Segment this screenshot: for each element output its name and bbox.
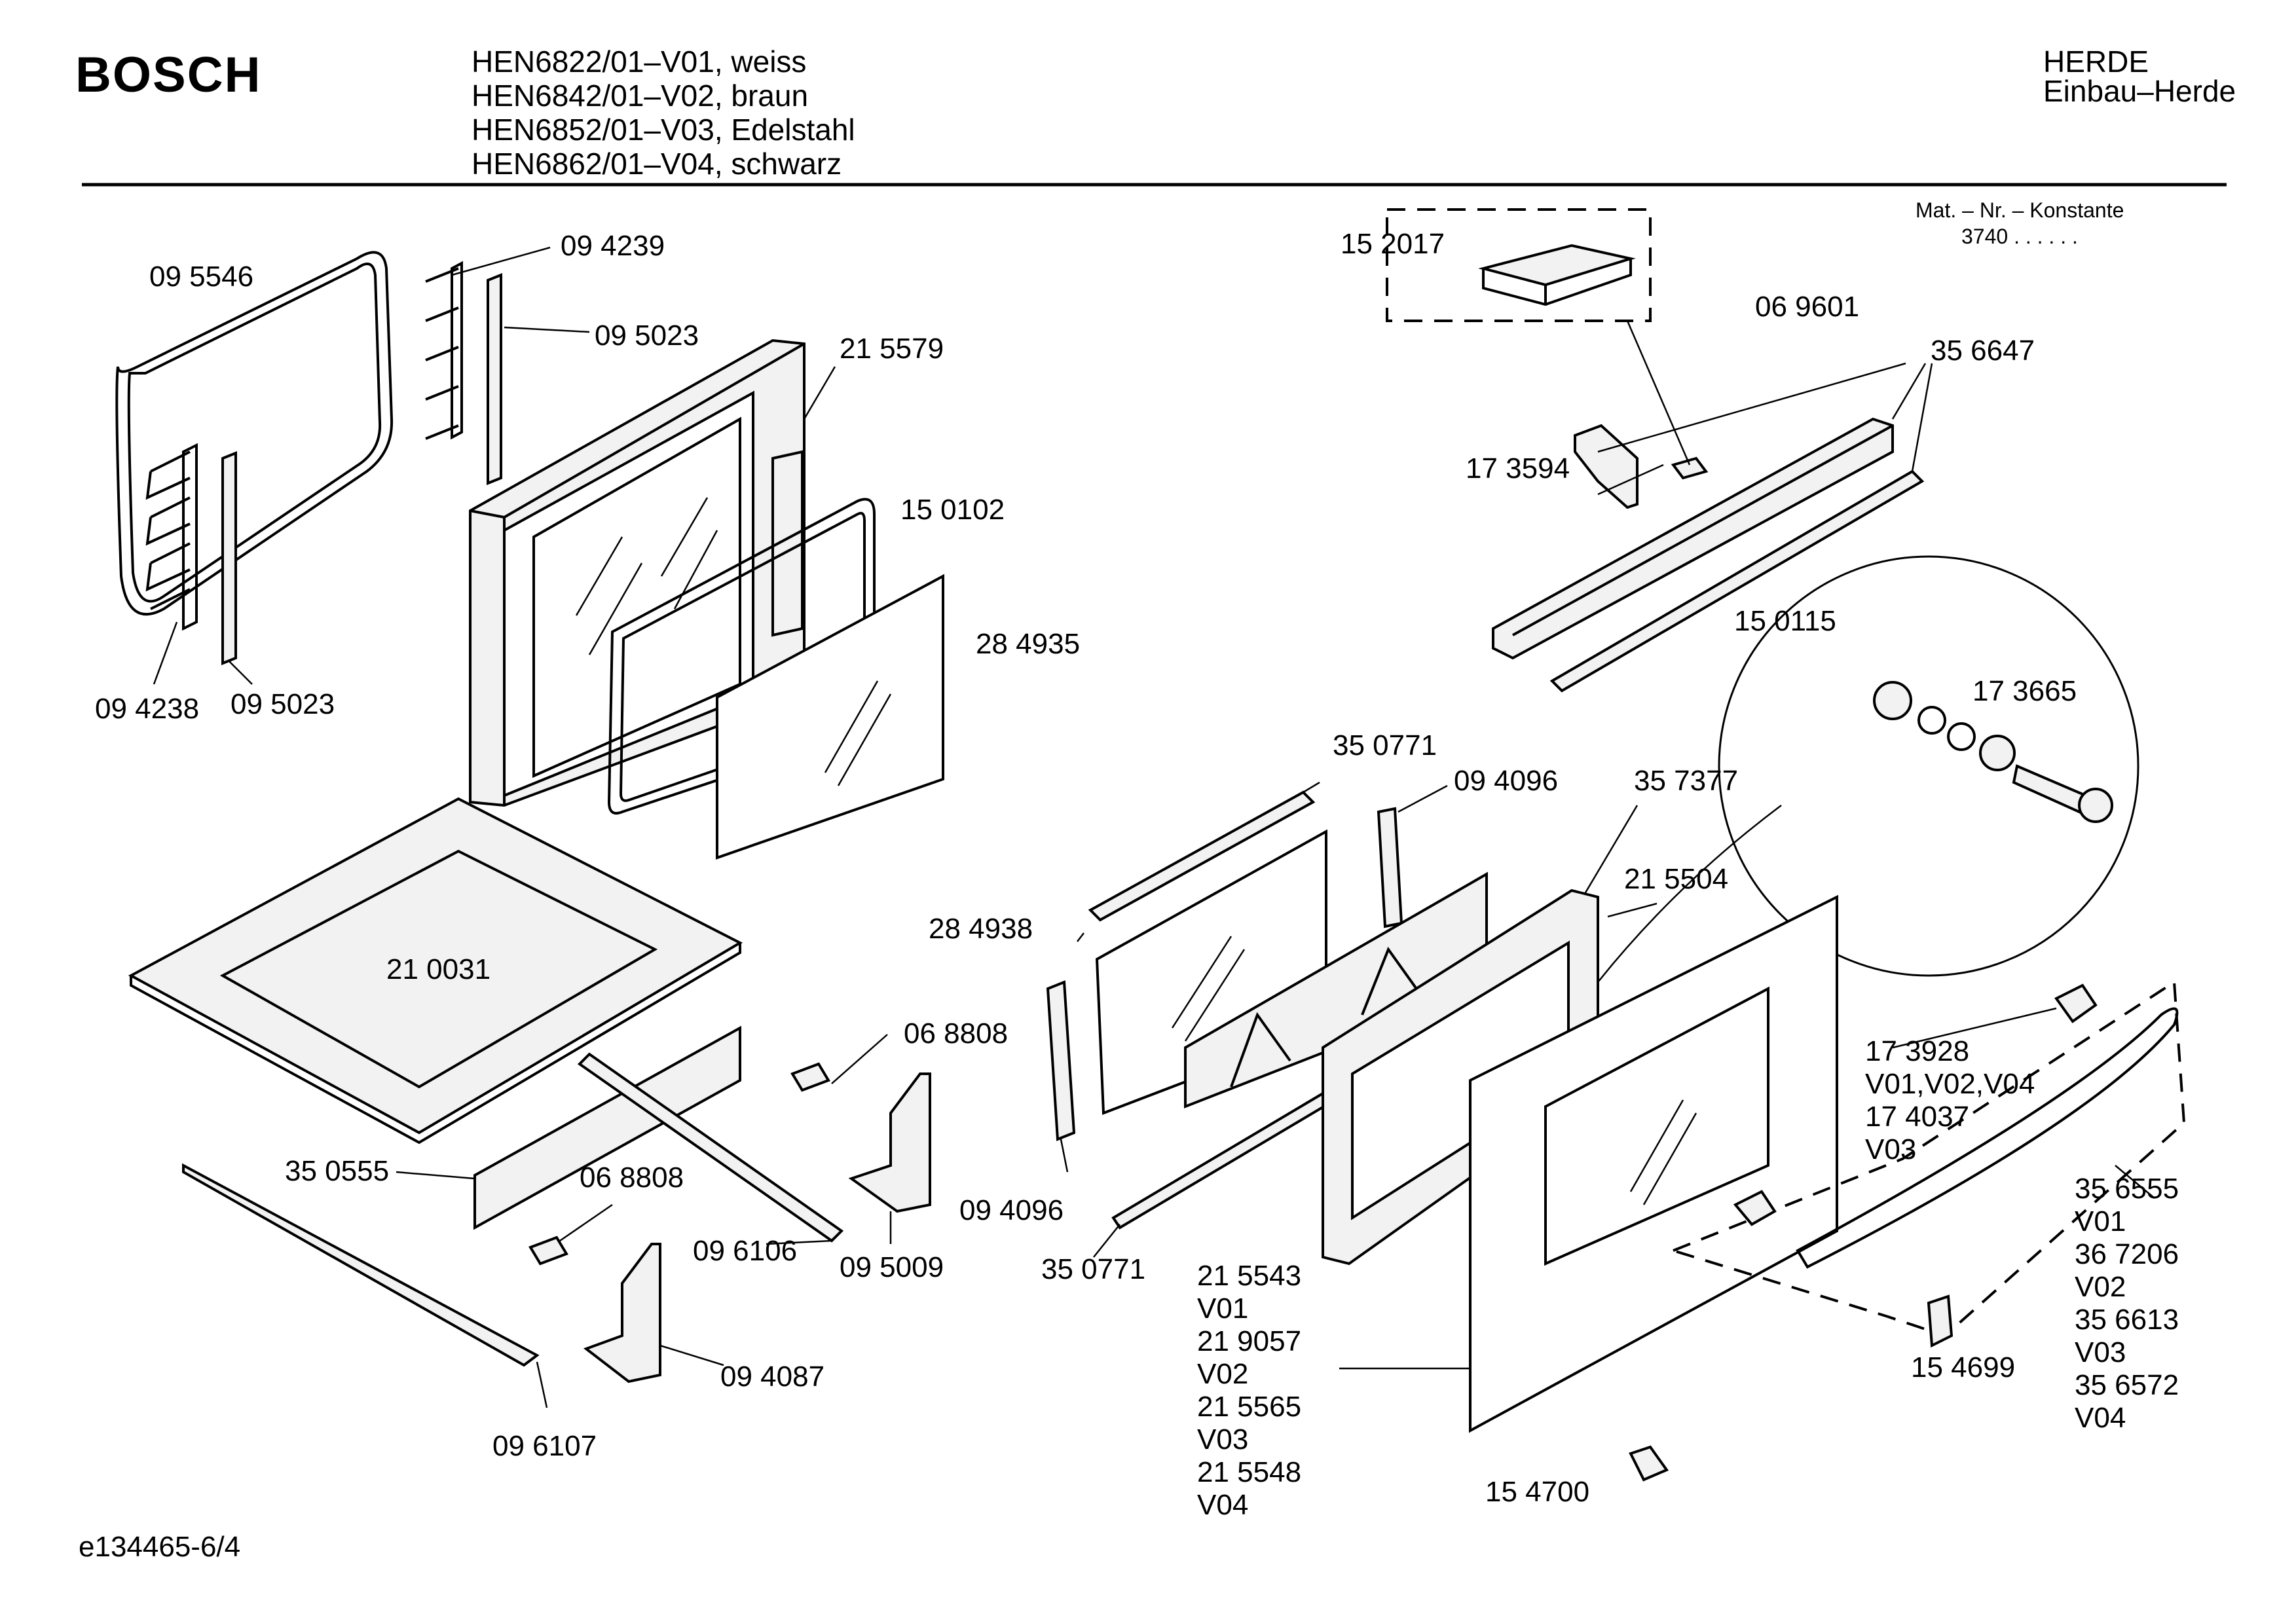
pad-152017: [1478, 244, 1636, 306]
label-215565: 21 5565: [1197, 1391, 1301, 1423]
label-068808-upper: 06 8808: [904, 1017, 1008, 1050]
label-215504: 21 5504: [1624, 863, 1728, 895]
hinge-clip-154699: [1927, 1294, 1953, 1348]
rack-rail-094239: [425, 261, 463, 440]
seal-strip-150115: [1549, 469, 1925, 693]
side-strip-095023-lower: [221, 451, 237, 665]
hinge-clip-154700: [1629, 1445, 1669, 1482]
label-094087: 09 4087: [720, 1361, 824, 1393]
door-handle-356555: [1796, 1007, 2179, 1269]
label-069601: 06 9601: [1755, 291, 1859, 323]
optional-part-box-152017: [1386, 208, 1652, 322]
oven-seal-095546: [115, 251, 394, 616]
label-356572-variant: V04: [2075, 1402, 2126, 1434]
door-strip-350771-lower: [1111, 1091, 1331, 1230]
category-subtitle: Einbau–Herde: [2043, 74, 2236, 108]
label-350771-upper: 35 0771: [1333, 729, 1437, 761]
label-150115: 15 0115: [1734, 605, 1836, 637]
bracket-068808-lower: [528, 1236, 568, 1266]
label-173928-variant: V01,V02,V04: [1865, 1068, 2035, 1100]
label-215579: 21 5579: [840, 333, 944, 365]
label-068808-lower: 06 8808: [580, 1162, 684, 1194]
model-line-4: HEN6862/01–V04, schwarz: [472, 147, 842, 181]
detail-circle-173665: [1718, 555, 2139, 977]
model-line-1: HEN6822/01–V01, weiss: [472, 45, 806, 79]
oven-cavity-frame-215579: [469, 339, 805, 807]
label-210031: 21 0031: [386, 953, 491, 985]
label-284938: 28 4938: [929, 913, 1033, 945]
long-rail-096107: [182, 1163, 540, 1367]
label-356555-variant: V01: [2075, 1205, 2126, 1237]
label-356647: 35 6647: [1931, 335, 2035, 367]
label-095023-upper: 09 5023: [595, 320, 699, 352]
label-174037: 17 4037: [1865, 1101, 1969, 1133]
brand-logo: BOSCH: [75, 47, 261, 103]
side-strip-095023-upper: [487, 273, 502, 485]
model-line-2: HEN6842/01–V02, braun: [472, 79, 808, 113]
label-215548-variant: V04: [1197, 1489, 1248, 1521]
side-bracket-095009: [848, 1072, 931, 1213]
mat-nr-label: Mat. – Nr. – Konstante: [1916, 198, 2124, 222]
rack-rail-094238: [145, 443, 198, 631]
label-356613-variant: V03: [2075, 1336, 2126, 1368]
glass-pane-284935: [716, 574, 944, 860]
label-356613: 35 6613: [2075, 1304, 2179, 1336]
part-labels: 09 5546 09 4239 09 5023 21 5579 15 0102 …: [95, 228, 2179, 1521]
label-350555: 35 0555: [285, 1155, 389, 1187]
side-bracket-094087: [583, 1243, 661, 1383]
door-profile-094096-upper: [1377, 807, 1403, 928]
label-154699: 15 4699: [1911, 1351, 2015, 1383]
label-356572: 35 6572: [2075, 1369, 2179, 1401]
label-096107: 09 6107: [492, 1430, 597, 1462]
label-215565-variant: V03: [1197, 1423, 1248, 1456]
label-284935: 28 4935: [976, 628, 1080, 660]
label-174037-variant: V03: [1865, 1133, 1916, 1165]
bracket-068808-upper: [790, 1062, 830, 1092]
handle-cap-173928: [2054, 983, 2098, 1023]
label-094238: 09 4238: [95, 693, 199, 725]
label-215543: 21 5543: [1197, 1260, 1301, 1292]
label-094239: 09 4239: [561, 230, 665, 262]
door-profile-094096-lower: [1046, 980, 1076, 1141]
control-panel-rail-356647: [1492, 417, 1894, 660]
label-094096-upper: 09 4096: [1454, 765, 1558, 797]
label-173928: 17 3928: [1865, 1035, 1969, 1067]
label-367206: 36 7206: [2075, 1238, 2179, 1270]
handle-optional-box: [1669, 980, 2186, 1338]
label-154700: 15 4700: [1485, 1476, 1589, 1508]
hinge-screw-set-173665: [1873, 681, 2113, 823]
category-title: HERDE: [2043, 45, 2149, 79]
document-id: e134465-6/4: [79, 1531, 240, 1563]
label-357377: 35 7377: [1634, 765, 1738, 797]
label-094096-lower: 09 4096: [959, 1194, 1064, 1226]
label-150102: 15 0102: [900, 494, 1005, 526]
bracket-173594: [1574, 424, 1639, 509]
door-strip-350771-upper: [1088, 790, 1316, 922]
oven-bottom-210031: [128, 797, 743, 1145]
label-219057-variant: V02: [1197, 1358, 1248, 1390]
label-152017: 15 2017: [1341, 228, 1445, 260]
mat-nr-value: 3740 . . . . . .: [1961, 225, 2078, 248]
label-356555: 35 6555: [2075, 1173, 2179, 1205]
front-trim-350555: [473, 1025, 741, 1230]
label-219057: 21 9057: [1197, 1325, 1301, 1357]
label-350771-lower: 35 0771: [1041, 1253, 1145, 1285]
label-096106: 09 6106: [693, 1235, 797, 1267]
handle-cap-lower: [1733, 1190, 1777, 1226]
label-095023-lower: 09 5023: [231, 688, 335, 720]
label-215543-variant: V01: [1197, 1292, 1248, 1325]
label-095546: 09 5546: [149, 261, 253, 293]
label-173665: 17 3665: [1972, 675, 2077, 707]
label-095009: 09 5009: [840, 1251, 944, 1283]
label-173594: 17 3594: [1466, 452, 1570, 485]
label-215548: 21 5548: [1197, 1456, 1301, 1488]
door-outer-glass-215543: [1469, 894, 1838, 1433]
clip-069601: [1671, 456, 1709, 480]
label-367206-variant: V02: [2075, 1271, 2126, 1303]
model-line-3: HEN6852/01–V03, Edelstahl: [472, 113, 855, 147]
leader-lines: [153, 246, 2155, 1408]
